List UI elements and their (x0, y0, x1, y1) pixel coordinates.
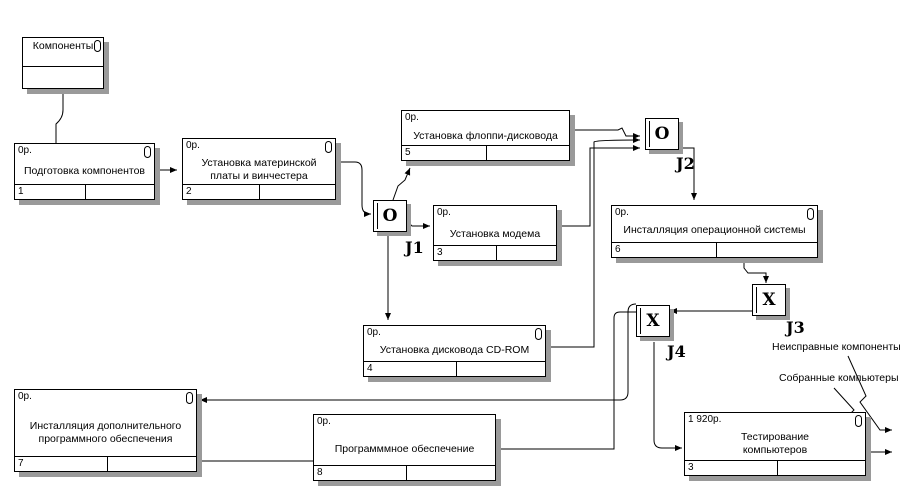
arrow-6-to-j3 (743, 258, 769, 283)
clip-icon (325, 141, 332, 153)
cost-label: 0р. (615, 207, 629, 218)
uob-5-floppy[interactable]: 0р. Установка флоппи-дисковода 5 (401, 110, 570, 161)
uob-7-extra-software[interactable]: 0р. Инсталляция дополнительного программ… (14, 389, 197, 472)
uob-title: Установка материнской платы и винчестера (201, 157, 317, 182)
uob-number: 6 (615, 244, 621, 255)
clip-icon (855, 415, 862, 427)
uob-3-modem[interactable]: 0р. Установка модема 3 (433, 205, 557, 261)
uob-title: Тестирование компьютеров (740, 431, 810, 456)
cost-label: 0р. (186, 140, 200, 151)
components-label: Компоненты (32, 40, 94, 52)
arrow-j1-to-5 (392, 167, 411, 201)
junction-symbol: X (646, 311, 660, 331)
clip-icon (186, 392, 193, 404)
arrow-j1-to-3 (407, 221, 430, 229)
uob-number: 7 (18, 458, 24, 469)
junction-j4-label: J4 (667, 342, 686, 361)
uob-number: 3 (437, 247, 443, 258)
cost-label: 0р. (437, 207, 451, 218)
uob-title: Подготовка компонентов (23, 165, 146, 177)
junction-j2[interactable]: O (645, 118, 679, 150)
arrow-4-to-j2 (546, 137, 641, 348)
components-tunnel-box[interactable]: Компоненты (22, 37, 104, 89)
uob-number: 2 (186, 186, 192, 197)
junction-j3-label: J3 (786, 318, 805, 337)
uob-1-prep-components[interactable]: 0р. Подготовка компонентов 1 (14, 143, 155, 200)
clip-icon (144, 146, 151, 158)
junction-j1[interactable]: O (373, 200, 407, 232)
uob-4-cdrom[interactable]: 0р. Установка дисковода CD-ROM 4 (363, 325, 546, 377)
junction-symbol: O (382, 206, 398, 226)
junction-symbol: O (654, 124, 670, 144)
arrow-output-faulty (847, 355, 892, 433)
arrow-8-to-j4 (496, 311, 636, 450)
uob-number: 5 (405, 147, 411, 158)
uob-title: Установка дисковода CD-ROM (379, 344, 530, 356)
uob-number: 3 (688, 462, 694, 473)
junction-j4[interactable]: X (636, 305, 670, 337)
uob-title: Инсталляция операционной системы (623, 224, 806, 236)
arrow-components-to-prep (55, 88, 64, 143)
cost-label: 1 920р. (688, 414, 722, 425)
junction-j1-label: J1 (405, 238, 424, 257)
cost-label: 0р. (18, 145, 32, 156)
clip-icon (807, 208, 814, 220)
clip-icon (94, 40, 101, 52)
cost-label: 0р. (405, 112, 419, 123)
uob-number: 4 (367, 363, 373, 374)
uob-title: Программмное обеспечение (334, 443, 475, 455)
junction-symbol: X (762, 290, 776, 310)
arrow-j4-to-test (653, 342, 682, 451)
uob-6-os-install[interactable]: 0р. Инсталляция операционной системы 6 (611, 205, 818, 258)
uob-8-software[interactable]: 0р. Программмное обеспечение 8 (313, 414, 496, 481)
clip-icon (535, 328, 542, 340)
arrow-j4-to-7 (200, 303, 637, 403)
cost-label: 0р. (367, 327, 381, 338)
output-faulty-label: Неисправные компоненты (772, 341, 900, 353)
cost-label: 0р. (317, 416, 331, 427)
cost-label: 0р. (18, 391, 32, 402)
uob-title: Установка модема (449, 228, 541, 240)
junction-j3[interactable]: X (752, 284, 786, 316)
uob-3-testing[interactable]: 1 920р. Тестирование компьютеров 3 (684, 412, 866, 476)
arrow-j2-to-6 (679, 147, 697, 200)
arrow-5-to-j2 (570, 127, 640, 139)
uob-number: 8 (317, 467, 323, 478)
arrow-2-to-j1 (336, 161, 371, 217)
output-assembled-label: Собранные компьютеры (779, 372, 899, 384)
uob-title: Инсталляция дополнительного программного… (29, 420, 182, 445)
arrow-3-to-j2 (557, 145, 640, 227)
junction-j2-label: J2 (676, 154, 695, 173)
uob-2-motherboard[interactable]: 0р. Установка материнской платы и винчес… (182, 138, 336, 200)
uob-number: 1 (18, 186, 24, 197)
uob-title: Установка флоппи-дисковода (413, 130, 558, 142)
